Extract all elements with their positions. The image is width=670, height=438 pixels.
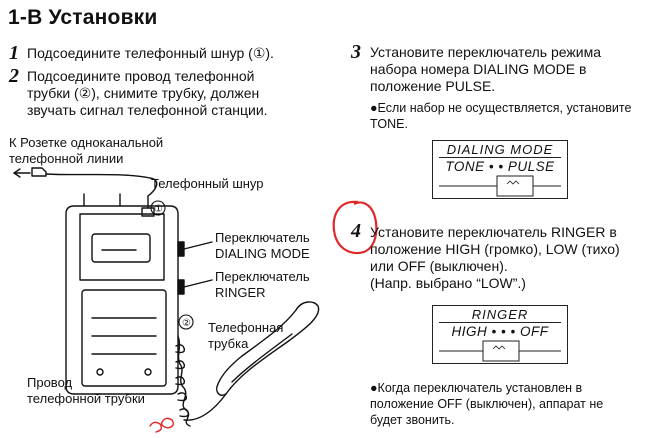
label-line: RINGER xyxy=(215,285,266,300)
marker-1: ① xyxy=(154,204,163,215)
label-line: Телефонная xyxy=(208,320,284,335)
section-title: 1-В Установки xyxy=(8,6,158,29)
label-line: К Розетке одноканальной xyxy=(9,135,164,150)
wall-jack-label: К Розетке одноканальной телефонной линии xyxy=(9,135,163,167)
step-3-note: ●Если набор не осуществляется, установит… xyxy=(370,100,631,132)
handset-cord-label: Провод телефонной трубки xyxy=(27,375,145,407)
step-2-text: Подсоедините провод телефонной трубки (②… xyxy=(27,68,268,119)
step-3-text: Установите переключатель режима набора н… xyxy=(370,44,601,95)
red-annotation-circle-icon xyxy=(332,200,378,255)
label-line: Переключатель xyxy=(215,269,310,284)
dialing-mode-positions: TONE • • PULSE xyxy=(433,159,567,175)
marker-2: ② xyxy=(182,318,191,329)
telephone-illustration: ① ② xyxy=(13,167,320,433)
ringer-switch-diagram: RINGER HIGH • • • OFF xyxy=(432,305,568,364)
dialing-switch-label: Переключатель DIALING MODE xyxy=(215,230,310,262)
position-dots: • • xyxy=(488,159,504,174)
label-line: трубка xyxy=(208,336,249,351)
ringer-switch-title: RINGER xyxy=(471,307,529,322)
step-2-line: звучать сигнал телефонной станции. xyxy=(27,102,268,118)
position-high: HIGH xyxy=(451,324,488,339)
note-line: TONE. xyxy=(370,117,408,131)
step-4-line: (Напр. выбрано “LOW”.) xyxy=(370,275,526,291)
handset-label: Телефонная трубка xyxy=(208,320,283,352)
modular-plug-icon xyxy=(31,167,47,177)
label-line: телефонной трубки xyxy=(27,391,145,406)
ringer-positions: HIGH • • • OFF xyxy=(433,324,567,340)
divider xyxy=(439,157,561,158)
slider-track-icon xyxy=(439,175,561,197)
position-pulse: PULSE xyxy=(507,159,555,174)
step-1-line: Подсоедините телефонный шнур (①). xyxy=(27,45,274,61)
step-3-line: набора номера DIALING MODE в xyxy=(370,61,587,77)
step-4-note: ●Когда переключатель установлен в положе… xyxy=(370,380,603,428)
step-3-line: положение PULSE. xyxy=(370,78,496,94)
step-3-number: 3 xyxy=(351,41,361,63)
label-line: Провод xyxy=(27,375,73,390)
position-tone: TONE xyxy=(445,159,485,174)
dialing-mode-switch-diagram: DIALING MODE TONE • • PULSE xyxy=(432,140,568,199)
phone-body-icon xyxy=(65,205,179,395)
step-1-number: 1 xyxy=(9,42,19,64)
label-line: телефонной линии xyxy=(9,151,124,166)
note-line: ●Если набор не осуществляется, установит… xyxy=(370,101,632,115)
step-4-number: 4 xyxy=(351,220,361,242)
note-line: ●Когда переключатель установлен в xyxy=(370,381,583,395)
step-4-line: или OFF (выключен). xyxy=(370,258,508,274)
phone-cord-label: Телефонный шнур xyxy=(151,176,264,191)
ringer-switch-label: Переключатель RINGER xyxy=(215,269,310,301)
label-line: Переключатель xyxy=(215,230,310,245)
handset-icon xyxy=(216,301,320,396)
dialing-mode-switch-title: DIALING MODE xyxy=(446,142,554,157)
step-2-number: 2 xyxy=(9,65,19,87)
label-line: DIALING MODE xyxy=(215,246,310,261)
slider-track-icon xyxy=(439,340,561,362)
note-line: положение OFF (выключен), аппарат не xyxy=(370,397,604,411)
step-2-line: трубки (②), снимите трубку, должен xyxy=(27,85,260,101)
step-1-text: Подсоедините телефонный шнур (①). xyxy=(27,45,274,62)
position-dots: • • • xyxy=(491,324,516,339)
step-4-text: Установите переключатель RINGER в положе… xyxy=(370,224,620,292)
step-4-line: положение HIGH (громко), LOW (тихо) xyxy=(370,241,620,257)
position-off: OFF xyxy=(519,324,549,339)
step-4-line: Установите переключатель RINGER в xyxy=(370,224,617,240)
note-line: будет звонить. xyxy=(370,413,455,427)
step-3-line: Установите переключатель режима xyxy=(370,44,601,60)
step-2-line: Подсоедините провод телефонной xyxy=(27,68,255,84)
divider xyxy=(439,322,561,323)
